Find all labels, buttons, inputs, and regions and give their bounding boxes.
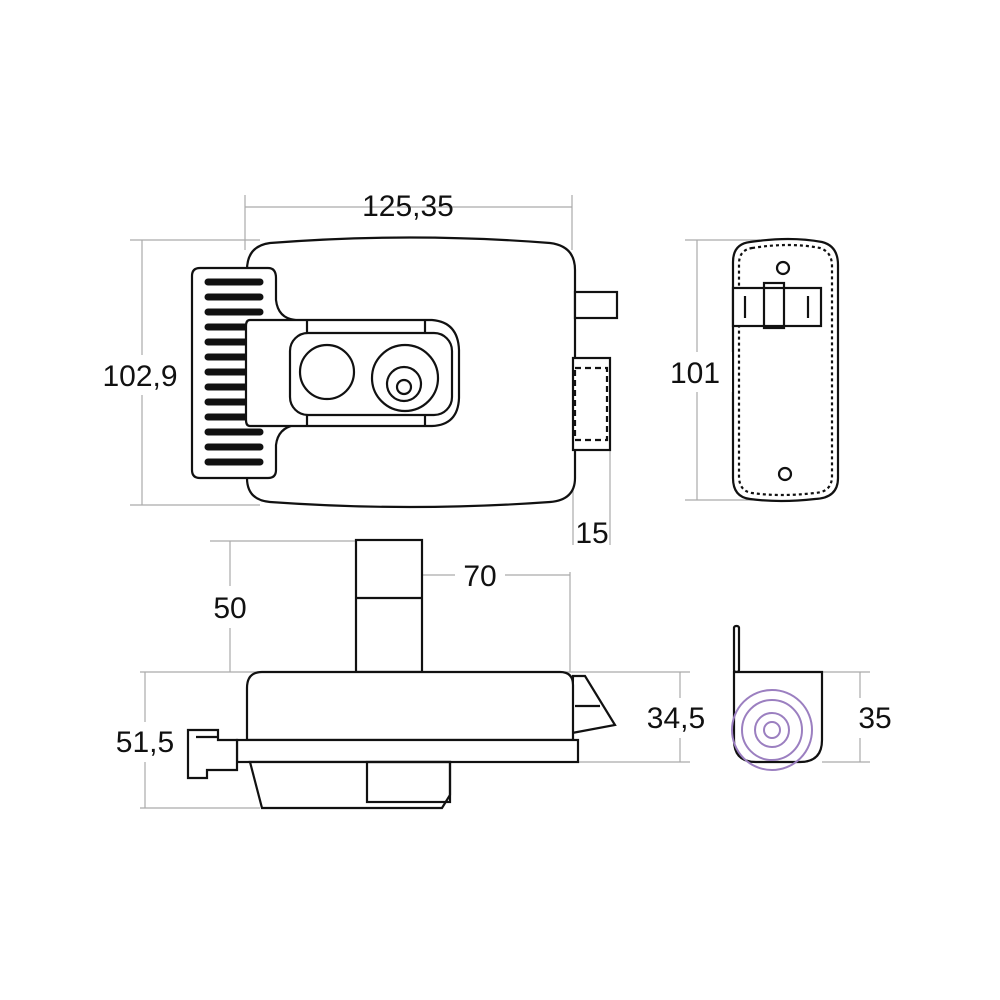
bottom-view: 50 70 34,5 51,5	[105, 538, 716, 810]
dim-front-height: 102,9	[102, 360, 177, 393]
dim-side-height: 101	[670, 357, 720, 390]
coil-circles	[731, 689, 813, 771]
button-hole	[298, 343, 356, 401]
bracket-view: 35	[731, 624, 898, 771]
grille-slots	[204, 278, 264, 466]
dim-body-depth: 34,5	[647, 702, 705, 735]
latch-bolt-top	[573, 290, 619, 320]
dim-bolt-depth: 15	[575, 517, 608, 550]
strike-post	[354, 538, 424, 674]
latch-bolt	[571, 356, 612, 452]
key-cylinder	[370, 343, 440, 413]
dim-bracket-height: 35	[858, 702, 891, 735]
side-plate	[731, 237, 840, 503]
latch-tongue	[570, 674, 617, 735]
side-view: 101	[660, 237, 840, 503]
dim-front-width: 125,35	[362, 190, 454, 223]
dim-total-depth: 51,5	[116, 726, 174, 759]
bottom-tab	[186, 728, 239, 780]
front-view: 125,35 102,9 15	[92, 190, 619, 550]
dim-post-height: 50	[213, 592, 246, 625]
body-profile	[245, 670, 575, 742]
dim-post-offset: 70	[463, 560, 496, 593]
side-bracket	[731, 286, 823, 328]
